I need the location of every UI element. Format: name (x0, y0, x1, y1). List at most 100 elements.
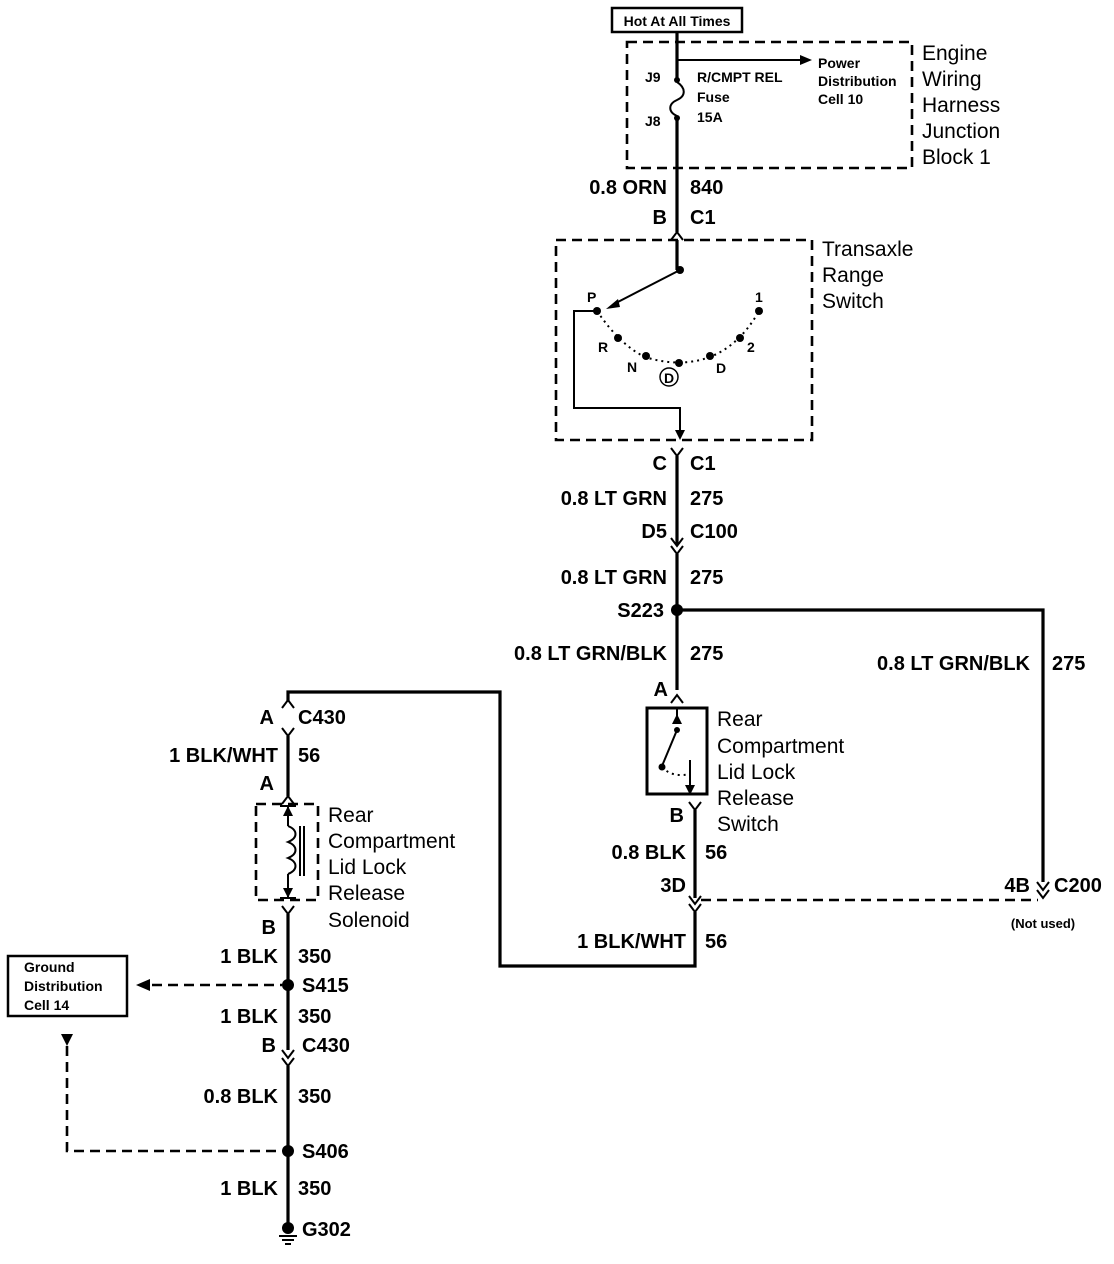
switch-pin-b: B (670, 805, 684, 827)
solenoid-name-1: Rear (328, 804, 374, 827)
connector-c200-right-pin: 3D (660, 875, 686, 897)
wire-275-c-circuit: 275 (690, 643, 723, 665)
connector-c430-b-pin: B (262, 1035, 276, 1057)
solenoid-name-5: Solenoid (328, 909, 410, 932)
connector-c200-pin: 4B (1004, 875, 1030, 897)
solenoid-name-4: Release (328, 882, 405, 905)
release-switch-name-5: Switch (717, 813, 779, 836)
switch-wiper-arrow-icon (606, 299, 620, 309)
splice-s406-icon (282, 1145, 294, 1157)
wire-350-a-circuit: 350 (298, 946, 331, 968)
transaxle-name-3: Switch (822, 290, 884, 313)
wire-350-b-circuit: 350 (298, 1006, 331, 1028)
release-switch-name-4: Release (717, 787, 794, 810)
wire-56-left-circuit: 56 (298, 745, 320, 767)
overdrive-ring-icon (659, 367, 679, 387)
gear-1: 1 (755, 289, 763, 305)
release-switch-name-1: Rear (717, 708, 763, 731)
solenoid-pin-b: B (262, 917, 276, 939)
power-dist-ref-1: Power (818, 55, 861, 71)
wire-840-circuit: 840 (690, 177, 723, 199)
wire-275-b-gauge: 0.8 LT GRN (561, 567, 667, 589)
wire-350-b-gauge: 1 BLK (220, 1006, 278, 1028)
hot-at-all-times-label: Hot At All Times (624, 13, 731, 29)
gear-n: N (627, 359, 637, 375)
release-switch-name-3: Lid Lock (717, 761, 796, 784)
wire-56-left-gauge: 1 BLK/WHT (169, 745, 278, 767)
fuse-icon (669, 77, 685, 121)
wire-56-bottom-circuit: 56 (705, 931, 727, 953)
transaxle-name-2: Range (822, 264, 884, 287)
wire-275-c-gauge: 0.8 LT GRN/BLK (514, 643, 668, 665)
block-name-line-4: Junction (922, 120, 1000, 143)
ground-ref-1: Ground (24, 959, 75, 975)
wire-350-a-gauge: 1 BLK (220, 946, 278, 968)
block-name-line-5: Block 1 (922, 146, 991, 169)
wire-275-branch (677, 608, 1045, 882)
transaxle-range-switch: Transaxle Range Switch (554, 238, 913, 442)
connector-c1-top-name: C1 (690, 207, 716, 229)
fuse-word: Fuse (697, 89, 730, 105)
connector-c430-a-name: C430 (298, 707, 346, 729)
switch-wiper (613, 269, 681, 305)
wire-350-d-circuit: 350 (298, 1178, 331, 1200)
wire-350-d-gauge: 1 BLK (220, 1178, 278, 1200)
splice-s415-icon (282, 979, 294, 991)
transaxle-name-1: Transaxle (822, 238, 913, 261)
wire-56-right-circuit: 56 (705, 842, 727, 864)
gear-2: 2 (747, 339, 755, 355)
wire-56-bottom-gauge: 1 BLK/WHT (577, 931, 686, 953)
wire-275-d-gauge: 0.8 LT GRN/BLK (877, 653, 1031, 675)
park-contact-path (573, 310, 681, 436)
fuse-rating: 15A (697, 109, 723, 125)
splice-s415: S415 (302, 975, 349, 997)
connector-c100-name: C100 (690, 521, 738, 543)
wire-275-b-circuit: 275 (690, 567, 723, 589)
block-name-line-2: Wiring (922, 68, 982, 91)
wire-275-d-circuit: 275 (1052, 653, 1085, 675)
wire-840-gauge: 0.8 ORN (589, 177, 667, 199)
solenoid-name-2: Compartment (328, 830, 455, 853)
connector-c1-bottom-icon (670, 447, 684, 458)
solenoid-name-3: Lid Lock (328, 856, 407, 879)
release-switch-blade (661, 729, 678, 767)
gear-d: D (716, 360, 726, 376)
wire-350-c-circuit: 350 (298, 1086, 331, 1108)
connector-c430-a-pin: A (260, 707, 274, 729)
release-solenoid (254, 802, 320, 902)
fuse-pin-j8: J8 (645, 113, 661, 129)
ground-distribution-arrow-icon (136, 979, 150, 991)
block-name-line-1: Engine (922, 42, 987, 65)
release-switch-name-2: Compartment (717, 735, 844, 758)
ground-g302-icon (279, 1222, 297, 1245)
fuse-name: R/CMPT REL (697, 69, 783, 85)
ground-g302: G302 (302, 1219, 351, 1241)
connector-c200-note: (Not used) (1011, 916, 1075, 931)
connector-c430-a-icon (281, 698, 295, 709)
connector-c430-b-icon (281, 1049, 295, 1068)
ground-ref-down-arrow-icon (61, 1034, 73, 1046)
power-distribution-arrow-icon (800, 55, 812, 65)
solenoid-coil-icon (285, 825, 297, 875)
power-dist-ref-3: Cell 10 (818, 91, 863, 107)
connector-c100-pin: D5 (641, 521, 667, 543)
ground-ref-3: Cell 14 (24, 997, 69, 1013)
connector-c200-right-icon (688, 895, 702, 914)
gear-od: D (664, 370, 674, 386)
wire-350-c-gauge: 0.8 BLK (204, 1086, 279, 1108)
splice-s406: S406 (302, 1141, 349, 1163)
ground-distribution-box: Ground Distribution Cell 14 (6, 954, 129, 1018)
solenoid-pin-a: A (260, 773, 274, 795)
connector-c1-bottom-name: C1 (690, 453, 716, 475)
splice-s223: S223 (617, 600, 664, 622)
release-switch (645, 706, 709, 796)
switch-pin-a: A (654, 679, 668, 701)
ground-ref-2: Distribution (24, 978, 103, 994)
connector-c1-bottom-pin: C (653, 453, 667, 475)
wire-56-right-gauge: 0.8 BLK (612, 842, 687, 864)
wire-275-a-gauge: 0.8 LT GRN (561, 488, 667, 510)
wire-56-return (286, 690, 697, 968)
gear-p: P (587, 289, 596, 305)
power-dist-ref-2: Distribution (818, 73, 897, 89)
